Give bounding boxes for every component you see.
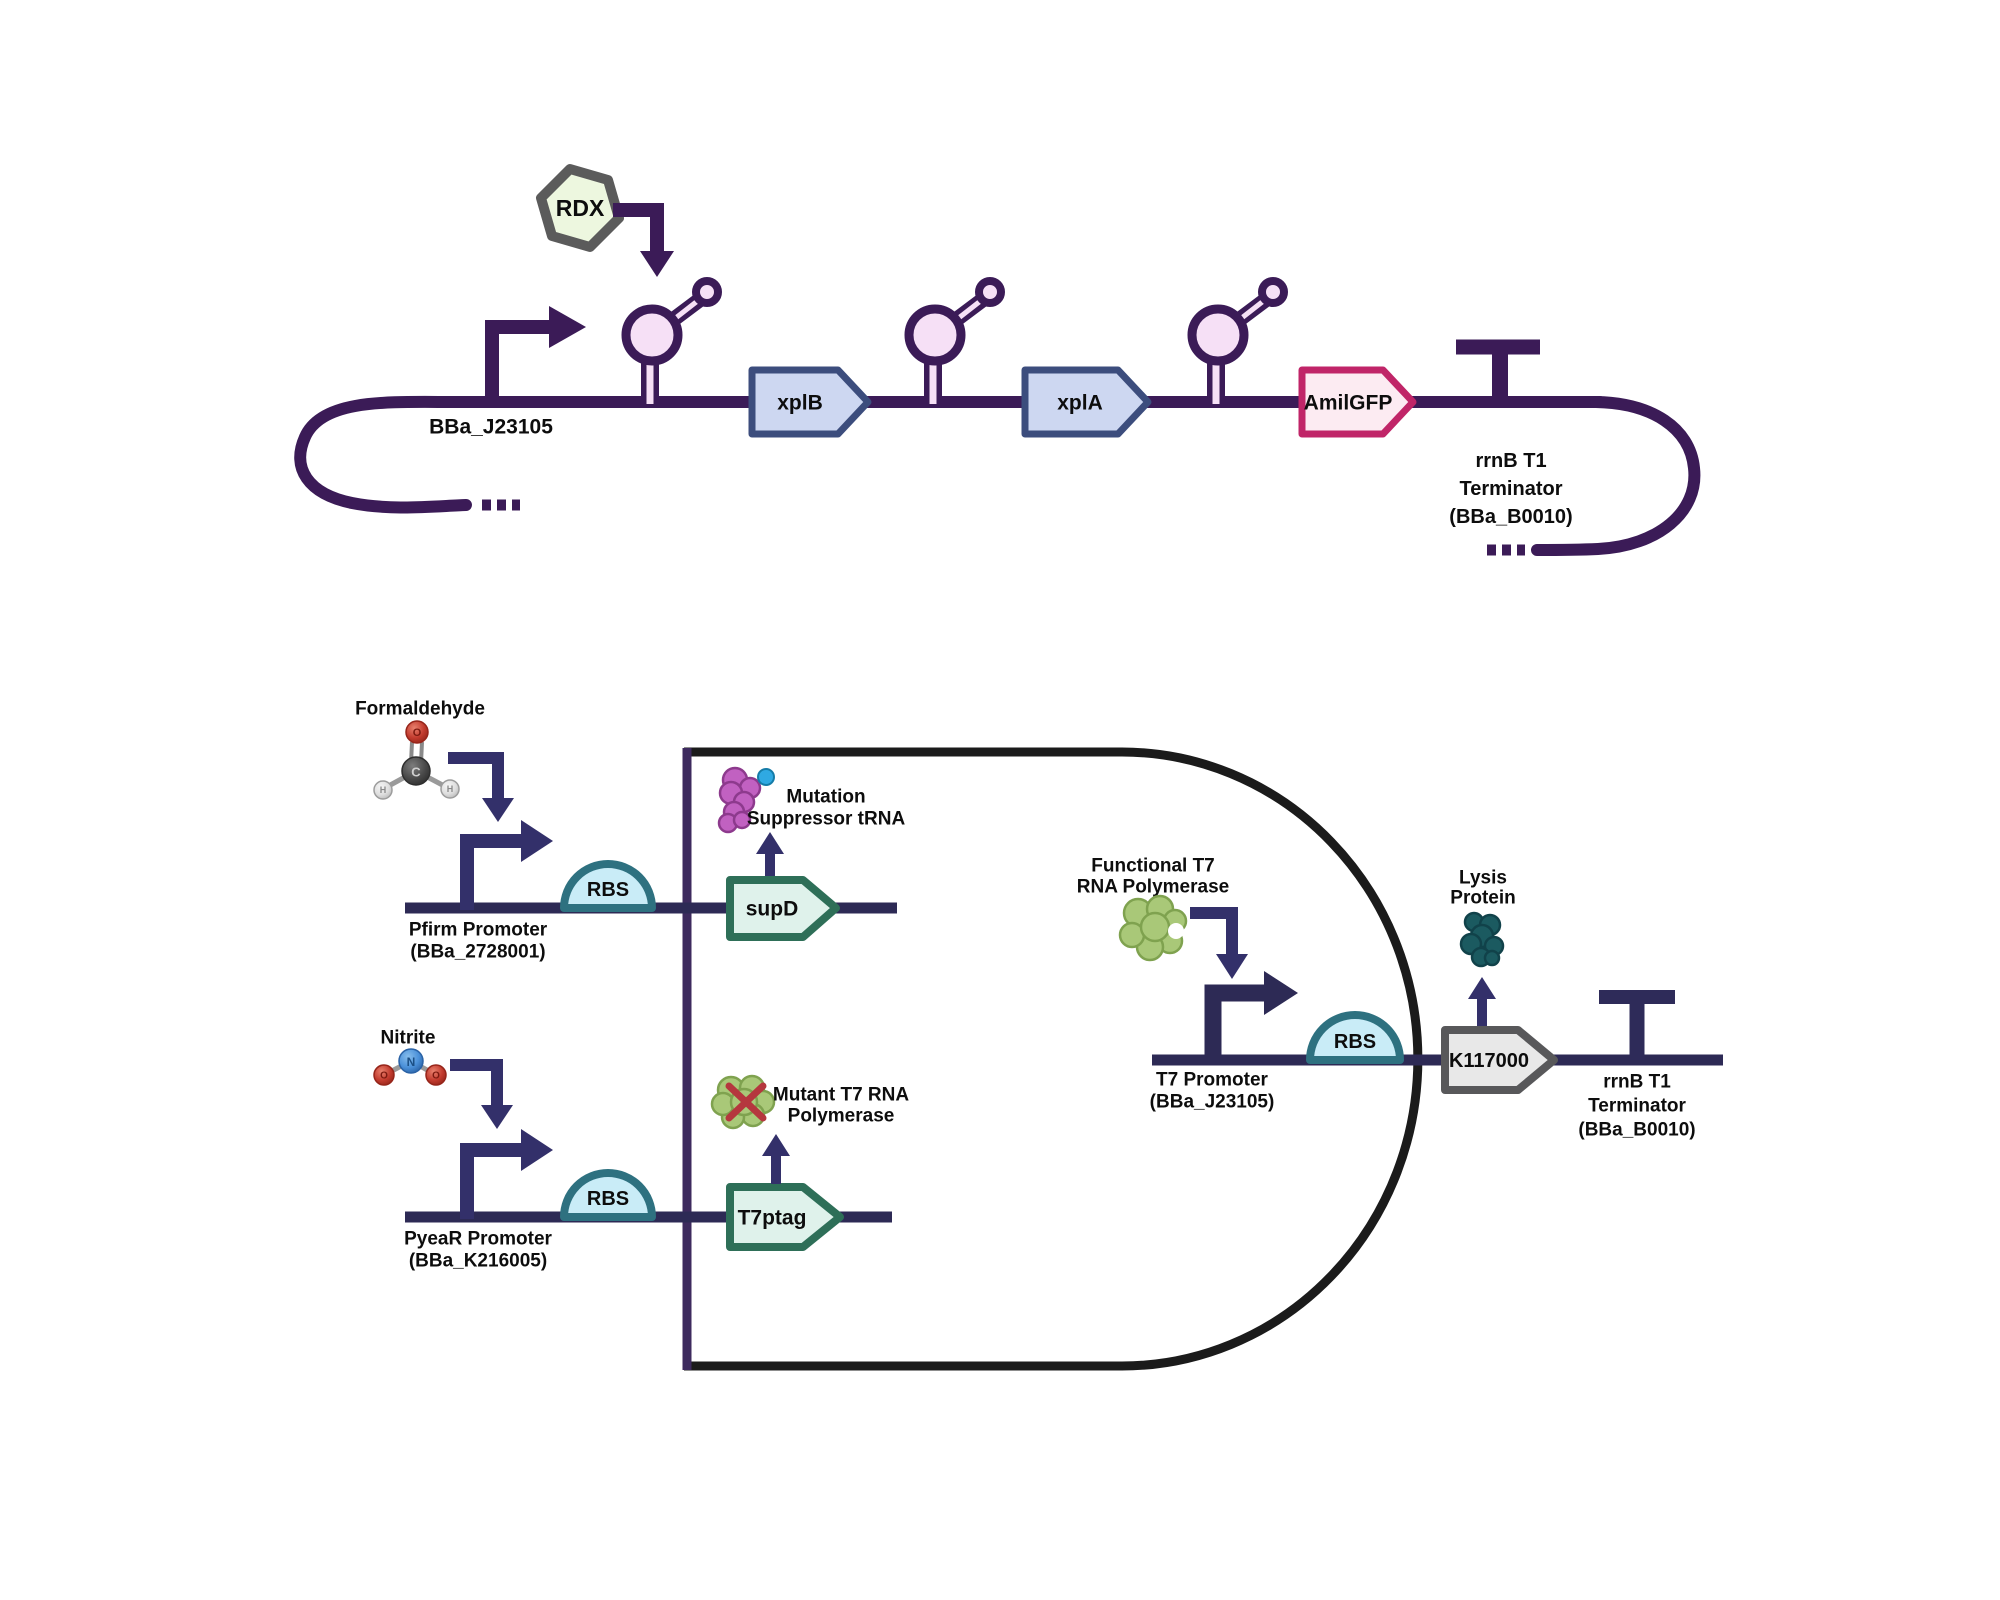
terminator-label: rrnB T1 Terminator (BBa_B0010) [1578,1072,1695,1141]
formaldehyde-signal-arrow [448,752,514,822]
gene-k117000: K117000 [1441,1026,1558,1094]
t7-output-construct: Functional T7 RNA Polymerase T7 Promoter… [1077,856,1723,1141]
terminator-icon [1599,990,1675,1060]
lysis-protein-icon [1459,911,1505,968]
mutant-t7-label: Mutant T7 RNA Polymerase [773,1085,909,1127]
svg-text:Protein: Protein [1450,888,1515,909]
gene-amilgfp-label: AmilGFP [1304,392,1393,415]
gene-xplA-label: xplA [1057,392,1103,415]
gene-xplA: xplA [1021,366,1152,438]
svg-text:(BBa_J23105): (BBa_J23105) [1150,1092,1275,1113]
pfirm-construct: Pfirm Promoter (BBa_2728001) RBS supD Mu… [405,766,906,963]
rbs-icon: RBS [1306,1011,1404,1064]
svg-text:T7 Promoter: T7 Promoter [1156,1070,1269,1091]
rbs-label: RBS [587,1188,629,1210]
svg-text:Lysis: Lysis [1459,868,1507,889]
t7ptag-expression-arrow [762,1134,790,1184]
riboswitch-icon [626,281,718,404]
nitrite-signal-arrow [450,1059,513,1129]
rbs-icon: RBS [560,860,656,912]
svg-text:Polymerase: Polymerase [788,1106,895,1127]
svg-text:(BBa_B0010): (BBa_B0010) [1449,506,1572,528]
svg-text:O: O [432,1071,440,1082]
pyear-construct: PyeaR Promoter (BBa_K216005) RBS T7ptag [404,1074,909,1272]
rdx-label: RDX [556,195,605,221]
plasmid-right-loop [1531,396,1701,556]
t7-polymerase-icon [1118,894,1188,962]
promoter-icon [460,820,553,910]
gene-amilgfp: AmilGFP [1298,366,1417,438]
gene-xplB: xplB [748,366,872,438]
gene-xplB-label: xplB [777,392,823,415]
nitrite-molecule-icon: O O N [373,1048,447,1086]
svg-text:Pfirm Promoter: Pfirm Promoter [409,920,548,941]
svg-text:O: O [380,1071,388,1082]
top-plasmid-construct: BBa_J23105 RDX xplB xplA AmilGFP [294,164,1701,556]
promoter-icon [485,306,586,404]
terminator-label: rrnB T1 Terminator (BBa_B0010) [1449,450,1572,528]
promoter-label: BBa_J23105 [429,416,553,439]
svg-text:N: N [407,1055,416,1069]
mutant-t7-polymerase-icon [710,1074,776,1130]
blob-notch [1168,923,1184,939]
suppressor-trna-label: Mutation Suppressor tRNA [747,787,906,830]
formaldehyde-input: Formaldehyde H H C O [355,699,514,822]
functional-t7-label: Functional T7 RNA Polymerase [1077,856,1229,898]
svg-text:(BBa_2728001): (BBa_2728001) [410,942,545,963]
riboswitch-icon [909,281,1001,404]
formaldehyde-label: Formaldehyde [355,699,485,720]
svg-text:Mutant T7 RNA: Mutant T7 RNA [773,1085,909,1106]
t7-promoter-label: T7 Promoter (BBa_J23105) [1150,1070,1275,1113]
gene-t7ptag-label: T7ptag [738,1207,807,1230]
svg-text:Terminator: Terminator [1460,478,1563,500]
riboswitch-icon [1192,281,1284,404]
svg-text:Terminator: Terminator [1588,1096,1686,1117]
rdx-input-arrow [613,203,674,277]
rbs-icon: RBS [560,1169,656,1221]
svg-text:(BBa_B0010): (BBa_B0010) [1578,1120,1695,1141]
svg-text:H: H [380,785,387,795]
pfirm-promoter-label: Pfirm Promoter (BBa_2728001) [409,920,548,963]
suppressor-trna-icon [717,766,775,834]
promoter-icon [460,1129,553,1219]
nitrite-label: Nitrite [381,1028,436,1049]
svg-text:O: O [413,727,422,739]
blue-dot-icon [757,768,775,786]
gene-k117000-label: K117000 [1449,1050,1529,1072]
svg-text:RNA Polymerase: RNA Polymerase [1077,877,1229,898]
svg-text:rrnB T1: rrnB T1 [1603,1072,1671,1093]
promoter-icon [1204,971,1298,1062]
supd-expression-arrow [756,832,784,876]
svg-text:PyeaR Promoter: PyeaR Promoter [404,1229,552,1250]
gene-supd: supD [726,876,840,941]
rdx-ligand-icon: RDX [536,164,624,252]
lysis-expression-arrow [1468,977,1496,1026]
functional-t7-signal-arrow [1190,907,1248,979]
svg-text:Mutation: Mutation [786,787,865,808]
nitrite-input: Nitrite O O N [373,1028,513,1129]
svg-text:rrnB T1: rrnB T1 [1475,450,1546,472]
svg-text:(BBa_K216005): (BBa_K216005) [409,1251,547,1272]
formaldehyde-molecule-icon: H H C O [373,720,460,800]
svg-text:H: H [447,784,454,794]
rbs-label: RBS [1334,1031,1376,1053]
rbs-label: RBS [587,879,629,901]
gene-t7ptag: T7ptag [726,1183,844,1251]
lysis-protein-label: Lysis Protein [1450,868,1515,909]
terminator-icon [1456,339,1540,402]
svg-text:Suppressor tRNA: Suppressor tRNA [747,809,906,830]
svg-text:C: C [411,765,421,780]
pyear-promoter-label: PyeaR Promoter (BBa_K216005) [404,1229,552,1272]
svg-text:Functional T7: Functional T7 [1091,856,1215,877]
plasmid-backbone [294,395,1606,514]
gene-supd-label: supD [746,898,799,921]
mutant-x-icon [725,1082,767,1122]
